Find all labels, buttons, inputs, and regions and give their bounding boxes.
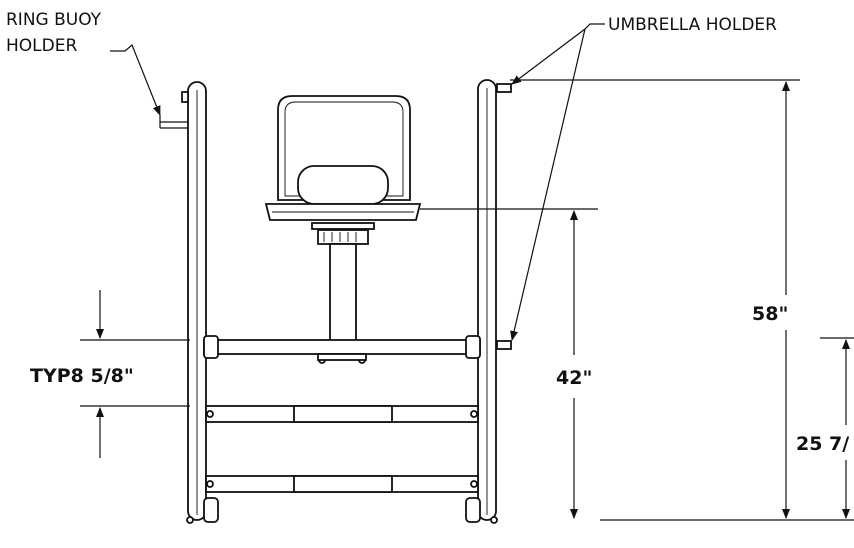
top-crossbar [203,335,481,364]
ring-buoy-leader [110,43,161,116]
ring-buoy-label-line2: HOLDER [6,36,77,56]
ring-buoy-label-line1: RING BUOY [6,10,102,30]
umbrella-holder-label: UMBRELLA HOLDER [608,15,777,35]
step-spacing-label: TYP8 5/8" [30,365,134,387]
umbrella-leaders [510,23,605,341]
partial-dimension-label: 25 7/ [796,433,849,455]
left-post [159,81,207,521]
overall-height-label: 58" [752,303,788,325]
seat [264,95,422,343]
seat-height-label: 42" [556,367,592,389]
extension-lines [80,79,854,521]
bottom-step [205,475,479,493]
feet [186,497,498,524]
middle-step [205,405,479,423]
right-post [477,79,512,521]
